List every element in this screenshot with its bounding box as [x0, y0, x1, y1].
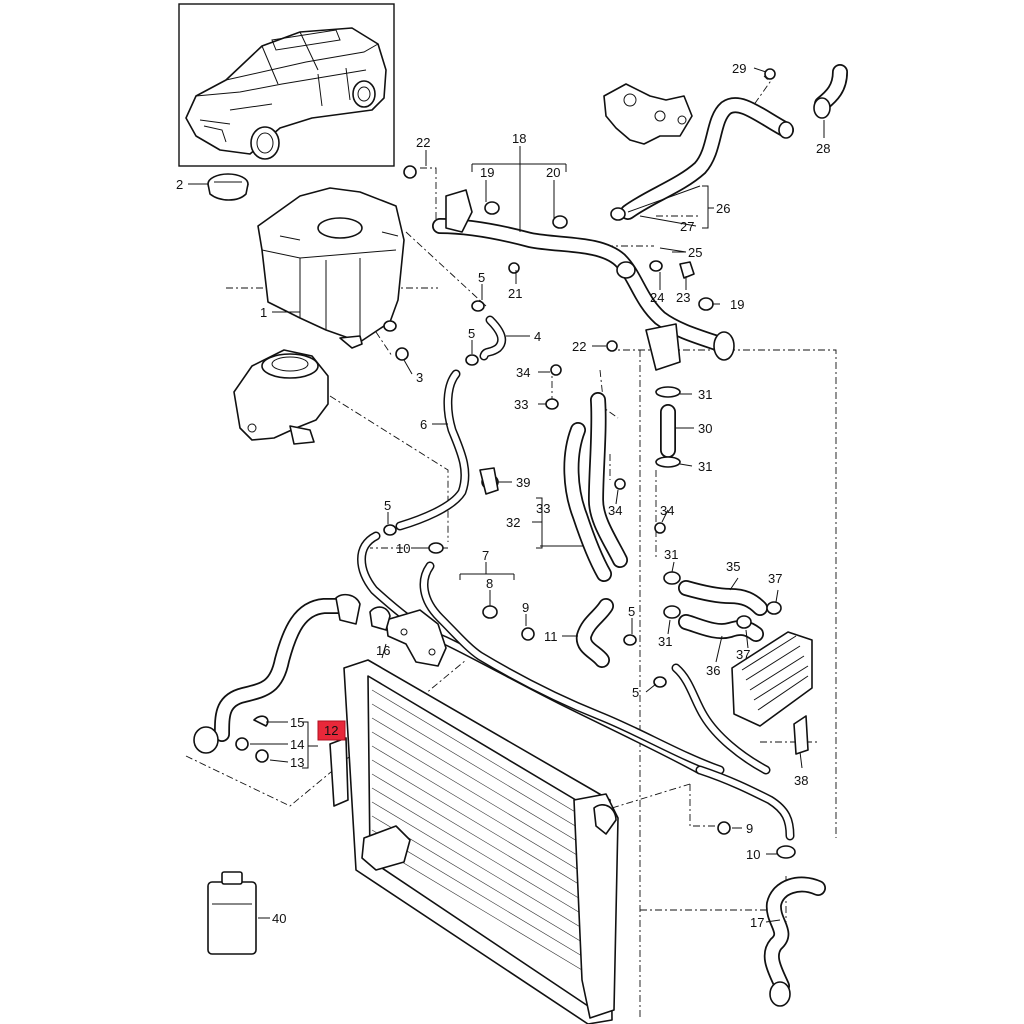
callout-26: 26	[716, 201, 730, 216]
callout-27: 27	[680, 219, 694, 234]
callout-20: 20	[546, 165, 560, 180]
callout-16: 16	[376, 643, 390, 658]
callout-21: 21	[508, 286, 522, 301]
expansion-tank	[257, 187, 405, 349]
valve-block	[603, 83, 693, 145]
callout-32: 32	[506, 515, 520, 530]
callout-8: 8	[486, 576, 493, 591]
radiator	[329, 659, 619, 1024]
callout-5-a: 5	[478, 270, 485, 285]
callout-22-b: 22	[572, 339, 586, 354]
callout-11: 11	[544, 629, 558, 644]
coolant-pipe-18	[432, 189, 735, 371]
callout-5-b: 5	[468, 326, 475, 341]
callout-35: 35	[726, 559, 740, 574]
callouts: 1 2 3 4 5 5 5 5 5 6 7 8 9 9 10 10 11 12 …	[176, 61, 830, 930]
callout-25: 25	[688, 245, 702, 260]
callout-40: 40	[272, 911, 286, 926]
callout-19-b: 19	[730, 297, 744, 312]
callout-29: 29	[732, 61, 746, 76]
callout-34-a: 34	[516, 365, 530, 380]
callout-37-a: 37	[768, 571, 782, 586]
callout-31-b: 31	[698, 459, 712, 474]
callout-33-a: 33	[514, 397, 528, 412]
oil-cooler	[731, 631, 813, 727]
callout-12: 12	[324, 723, 338, 738]
callout-10-a: 10	[396, 541, 410, 556]
callout-5-e: 5	[632, 685, 639, 700]
leader-lines	[188, 67, 825, 923]
fittings	[193, 68, 831, 1007]
callout-15: 15	[290, 715, 304, 730]
bracket-16	[335, 593, 447, 667]
callout-14: 14	[290, 737, 304, 752]
callout-37-b: 37	[736, 647, 750, 662]
callout-2: 2	[176, 177, 183, 192]
callout-19-a: 19	[480, 165, 494, 180]
callout-18: 18	[512, 131, 526, 146]
callout-5-d: 5	[628, 604, 635, 619]
callout-30: 30	[698, 421, 712, 436]
callout-34-c: 34	[660, 503, 674, 518]
callout-13: 13	[290, 755, 304, 770]
callout-3: 3	[416, 370, 423, 385]
callout-31-c: 31	[664, 547, 678, 562]
callout-10-b: 10	[746, 847, 760, 862]
callout-4: 4	[534, 329, 541, 344]
callout-17: 17	[750, 915, 764, 930]
callout-31-a: 31	[698, 387, 712, 402]
thermostat-housing	[233, 349, 329, 445]
callout-5-c: 5	[384, 498, 391, 513]
callout-31-d: 31	[658, 634, 672, 649]
callout-33-b: 33	[536, 501, 550, 516]
callout-39: 39	[516, 475, 530, 490]
callout-36: 36	[706, 663, 720, 678]
vehicle-inset	[178, 3, 395, 167]
callout-1: 1	[260, 305, 267, 320]
coolant-bottle	[207, 871, 257, 955]
callout-6: 6	[420, 417, 427, 432]
callout-9-b: 9	[746, 821, 753, 836]
callout-22-a: 22	[416, 135, 430, 150]
callout-24: 24	[650, 290, 664, 305]
callout-34-b: 34	[608, 503, 622, 518]
callout-7: 7	[482, 548, 489, 563]
hoses	[214, 64, 848, 994]
callout-23: 23	[676, 290, 690, 305]
callout-38: 38	[794, 773, 808, 788]
highlight-12-box	[317, 720, 346, 741]
radiator-fins	[371, 689, 593, 977]
callout-28: 28	[816, 141, 830, 156]
tank-cap	[207, 173, 249, 201]
callout-9-a: 9	[522, 600, 529, 615]
